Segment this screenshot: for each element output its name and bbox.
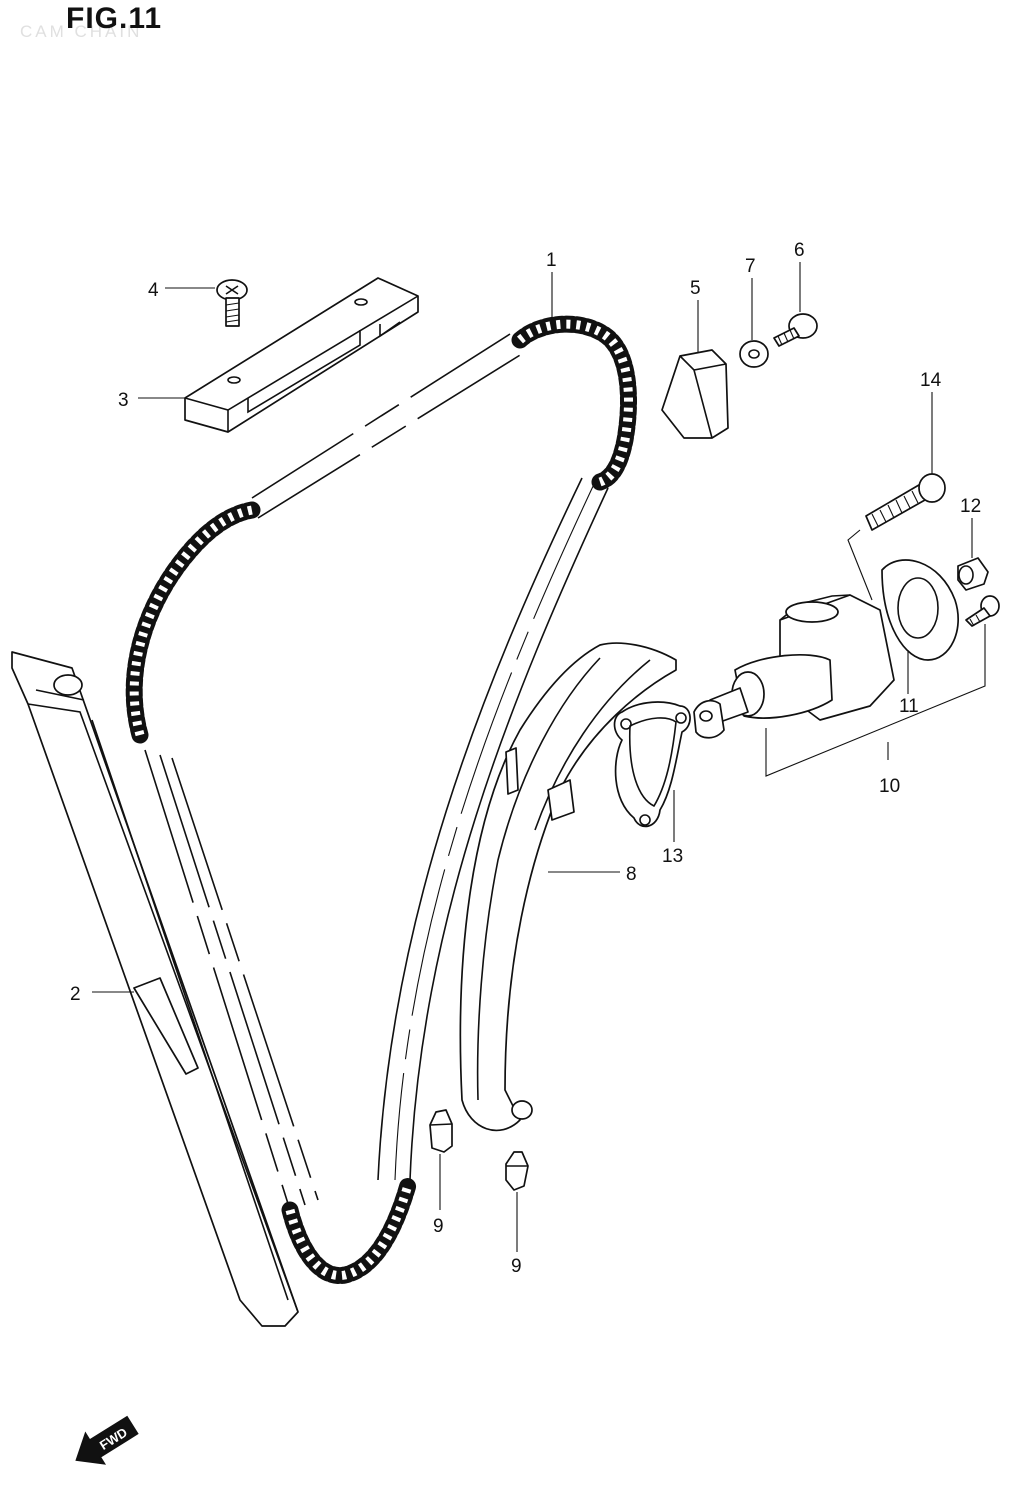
callout-10: 10 [879,776,900,797]
callout-13: 13 [662,846,683,867]
callout-9-left: 9 [433,1216,444,1237]
callout-14: 14 [920,370,942,391]
part-8-tensioner-guide [459,642,677,1132]
part-14-bolt [865,473,946,531]
callout-labels: 1 2 3 4 5 6 7 8 9 9 10 11 12 13 14 [70,240,981,1277]
part-1-cam-chain [125,315,637,1284]
part-5-guide-block [661,349,729,439]
callout-7: 7 [745,256,756,277]
figure-title: FIG.11 [66,2,163,35]
rear-chain-guide [377,477,609,1181]
part-3-upper-guide [184,277,419,433]
part-4-screw [216,279,248,327]
callout-11: 11 [899,696,919,717]
leader-lines [92,262,986,1252]
figure-subtitle: CAM CHAIN [20,22,143,41]
callout-6: 6 [794,240,805,261]
callout-2: 2 [70,984,81,1005]
callout-12: 12 [960,496,981,517]
callout-3: 3 [118,390,129,411]
part-10-tensioner-assembly [693,594,895,739]
part-13-tensioner-gasket [613,701,691,828]
callout-5: 5 [690,278,701,299]
part-9-damper-right [505,1151,529,1191]
fwd-arrow-badge: FWD [75,1415,139,1465]
part-2-front-guide [11,651,299,1327]
part-9-damper-left [429,1109,453,1153]
part-11-gasket [881,559,959,661]
callout-1: 1 [546,250,557,271]
callout-9-right: 9 [511,1256,522,1277]
tensioner-small-bolt [965,595,1000,627]
callout-8: 8 [626,864,637,885]
part-7-washer [739,340,769,368]
part-6-bolt [773,313,818,347]
callout-4: 4 [148,280,159,301]
part-12-cap-bolt [957,557,989,591]
